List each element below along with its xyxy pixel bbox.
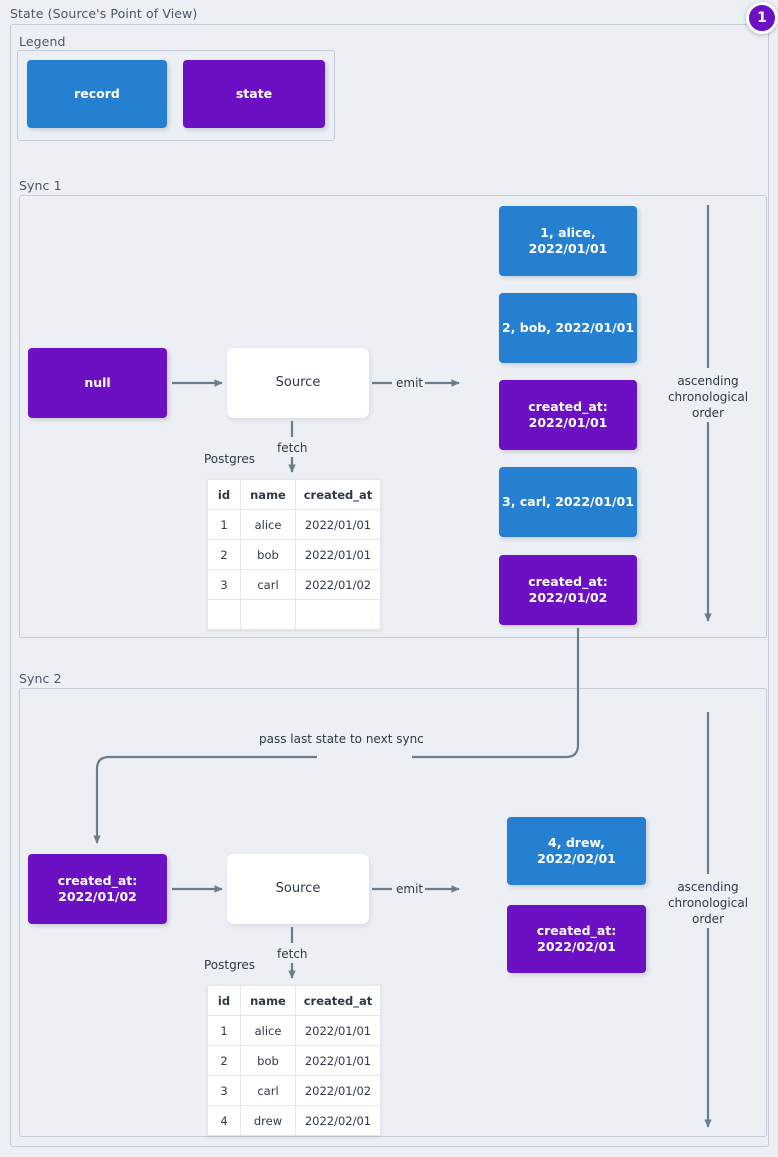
table-row-empty [207,599,381,630]
sync1-emit-label: emit [396,376,424,390]
sync2-emit-label: emit [396,882,424,896]
legend-swatch-state: state [183,60,325,128]
table-row: 3 carl 2022/01/02 [207,1075,381,1106]
sync1-emitted-state-2: created_at: 2022/01/02 [499,555,637,625]
cell-name: carl [240,569,296,600]
state-key: created_at: [57,872,138,888]
column-header-created-at: created_at [295,479,381,510]
table-header-row: id name created_at [207,479,381,510]
column-header-name: name [240,479,296,510]
cell-created-at: 2022/01/02 [295,569,381,600]
sync1-source-node: Source [227,348,369,418]
sync1-input-state: null [28,348,167,418]
state-value: 2022/02/01 [537,939,616,954]
sync2-table: id name created_at 1 alice 2022/01/01 2 … [207,985,381,1136]
sync1-title: Sync 1 [19,178,62,193]
table-row: 1 alice 2022/01/01 [207,1015,381,1046]
cell-id: 1 [207,509,241,540]
legend-swatch-record: record [27,60,167,128]
cell-created-at: 2022/01/01 [295,1015,381,1046]
sync1-order-note: ascending chronological order [667,374,749,421]
cell-name [240,599,296,630]
cell-name: bob [240,539,296,570]
sync2-db-label: Postgres [204,958,256,972]
cell-id: 1 [207,1015,241,1046]
sync1-emitted-state-1: created_at: 2022/01/01 [499,380,637,450]
cell-id: 2 [207,539,241,570]
table-row: 3 carl 2022/01/02 [207,569,381,600]
cell-id: 2 [207,1045,241,1076]
table-row: 2 bob 2022/01/01 [207,539,381,570]
sync1-db-label: Postgres [204,452,256,466]
cell-created-at: 2022/01/02 [295,1075,381,1106]
step-badge[interactable]: 1 [746,2,778,34]
state-key: created_at: [528,573,608,589]
state-value: 2022/01/02 [58,889,137,904]
cell-name: carl [240,1075,296,1106]
sync2-source-node: Source [227,854,369,924]
cell-name: alice [240,1015,296,1046]
cell-name: drew [240,1105,296,1136]
cell-created-at [295,599,381,630]
sync2-input-state: created_at: 2022/01/02 [28,854,167,924]
sync1-emitted-record-3: 3, carl, 2022/01/01 [499,467,637,537]
sync2-title: Sync 2 [19,671,62,686]
sync2-carry-label: pass last state to next sync [259,732,424,746]
page-title: State (Source's Point of View) [10,6,198,21]
sync1-table: id name created_at 1 alice 2022/01/01 2 … [207,479,381,630]
sync2-order-note: ascending chronological order [667,880,749,927]
table-row: 1 alice 2022/01/01 [207,509,381,540]
cell-name: alice [240,509,296,540]
sync2-fetch-label: fetch [277,947,308,961]
cell-id: 4 [207,1105,241,1136]
table-row: 2 bob 2022/01/01 [207,1045,381,1076]
column-header-id: id [207,479,241,510]
sync1-fetch-label: fetch [277,441,308,455]
table-header-row: id name created_at [207,985,381,1016]
table-row: 4 drew 2022/02/01 [207,1105,381,1136]
sync1-emitted-record-2: 2, bob, 2022/01/01 [499,293,637,363]
cell-name: bob [240,1045,296,1076]
cell-created-at: 2022/01/01 [295,539,381,570]
column-header-name: name [240,985,296,1016]
sync2-emitted-state-1: created_at: 2022/02/01 [507,905,646,973]
state-value: 2022/01/02 [528,590,608,605]
cell-created-at: 2022/01/01 [295,509,381,540]
cell-created-at: 2022/01/01 [295,1045,381,1076]
sync2-emitted-record-1: 4, drew, 2022/02/01 [507,817,646,885]
cell-id: 3 [207,1075,241,1106]
state-key: created_at: [528,398,608,414]
cell-created-at: 2022/02/01 [295,1105,381,1136]
column-header-created-at: created_at [295,985,381,1016]
state-key: created_at: [536,922,617,938]
column-header-id: id [207,985,241,1016]
state-value: 2022/01/01 [528,415,608,430]
cell-id [207,599,241,630]
legend-title: Legend [19,34,66,49]
legend-frame [17,50,335,141]
cell-id: 3 [207,569,241,600]
sync1-emitted-record-1: 1, alice, 2022/01/01 [499,206,637,276]
